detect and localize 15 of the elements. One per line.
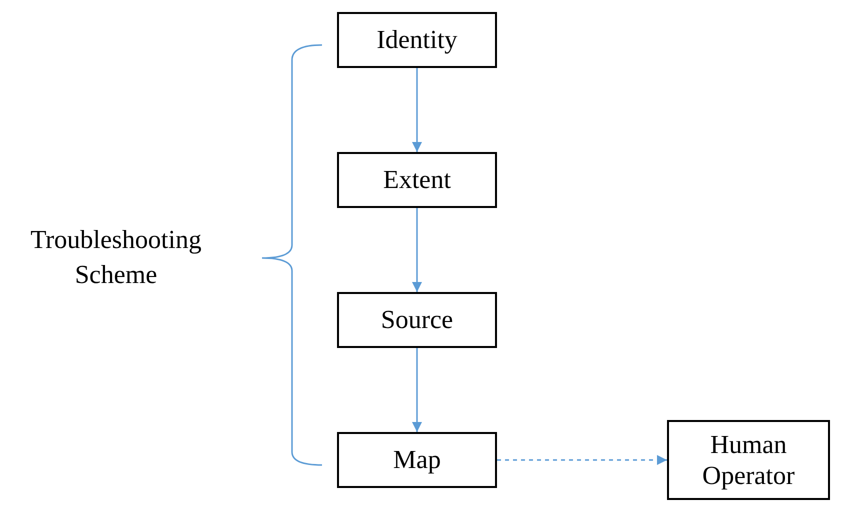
arrow [412, 208, 422, 292]
process-box [337, 152, 497, 208]
box-label: Human Operator [701, 428, 796, 492]
process-box [337, 12, 497, 68]
box-label: Source [380, 304, 454, 336]
bracket-label: Troubleshooting Scheme [30, 224, 202, 292]
box-label: Extent [383, 164, 451, 196]
process-box [337, 432, 497, 488]
arrow [412, 68, 422, 152]
process-box [337, 292, 497, 348]
arrow [412, 348, 422, 432]
box-label: Map [393, 444, 441, 476]
process-box [667, 420, 830, 500]
box-label: Identity [376, 24, 458, 56]
arrow [497, 455, 667, 465]
